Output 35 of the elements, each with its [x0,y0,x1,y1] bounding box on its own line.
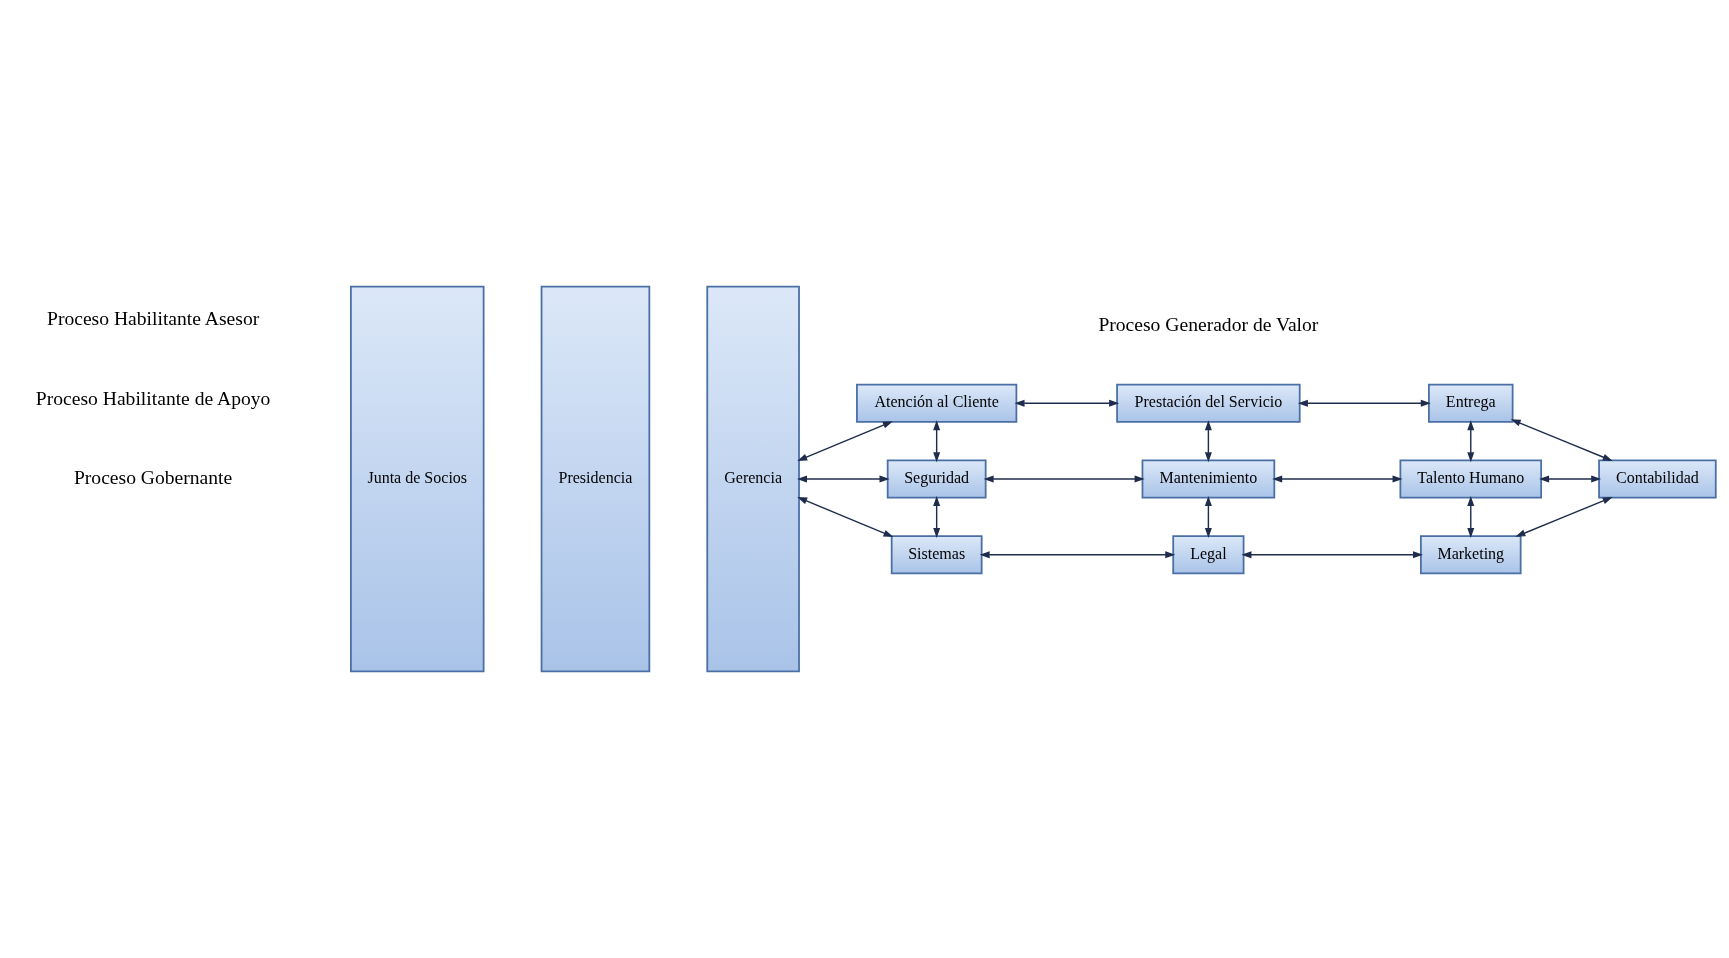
arrow [797,421,893,461]
node-box: Prestación del Servicio [1116,383,1301,423]
node-box: Presidencia [540,285,651,673]
arrow [1297,399,1431,407]
node-box: Seguridad [886,459,987,499]
label: Proceso Habilitante Asesor [46,308,260,330]
arrow [933,420,941,463]
arrow [1467,495,1475,538]
arrow [1272,475,1403,483]
arrow [1510,419,1613,462]
node-box: Talento Humano [1399,459,1543,499]
node-box: Atención al Cliente [856,383,1018,423]
label: Proceso Habilitante de Apoyo [35,387,271,409]
label: Proceso Gobernante [73,466,233,488]
node-box: Mantenimiento [1141,459,1276,499]
arrow [1515,496,1613,537]
node-box: Contabilidad [1598,459,1717,499]
node-box: Marketing [1419,535,1522,575]
node-box: Sistemas [890,535,983,575]
arrow [1204,420,1212,463]
label: Proceso Generador de Valor [1098,313,1319,335]
node-box: Legal [1172,535,1245,575]
arrow [933,495,941,538]
arrow [1204,495,1212,538]
arrow [797,497,894,538]
arrow [1241,551,1423,559]
node-box: Junta de Socios [350,285,485,673]
arrow [1539,475,1602,483]
arrow [1014,399,1120,407]
node-box: Entrega [1428,383,1514,423]
arrow [1467,420,1475,463]
arrow [797,475,890,483]
arrow [983,475,1145,483]
arrow [979,551,1176,559]
node-box: Gerencia [706,285,800,673]
